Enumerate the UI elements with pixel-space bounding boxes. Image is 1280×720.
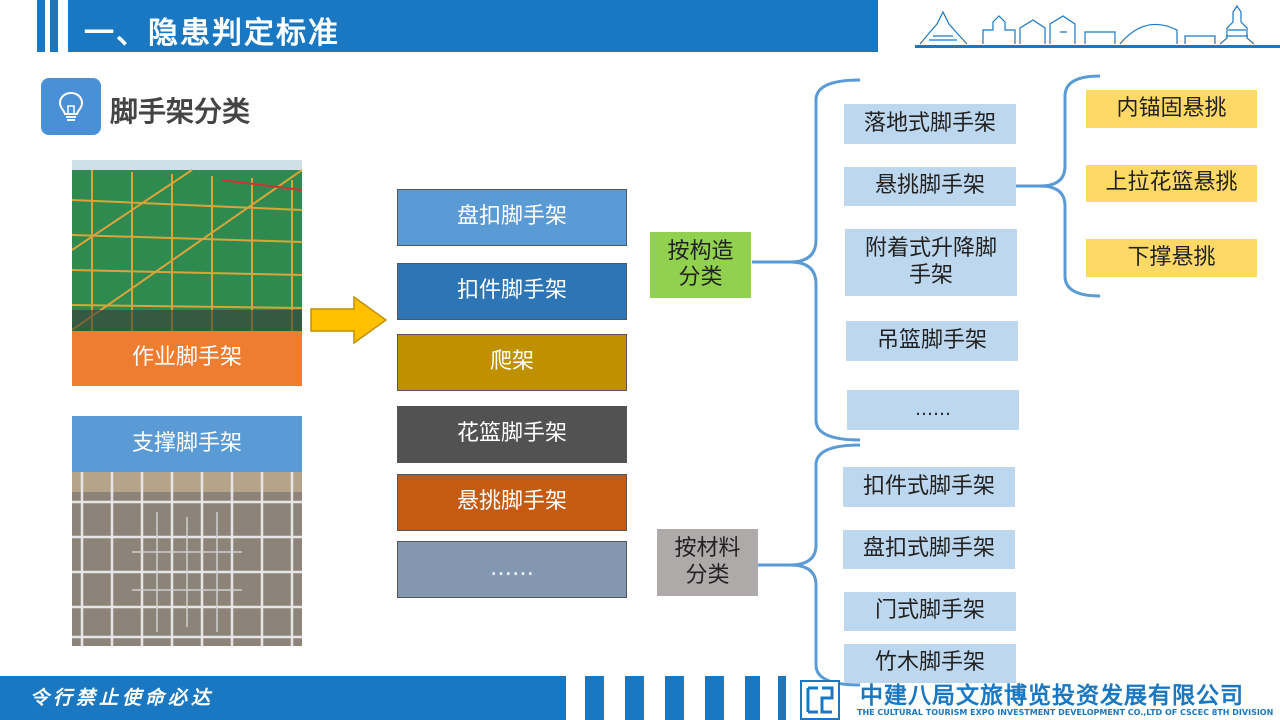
header-stripe bbox=[37, 0, 45, 52]
footer-company-name: 中建八局文旅博览投资发展有限公司 bbox=[860, 683, 1244, 709]
footer-stripe bbox=[705, 676, 724, 720]
footer-stripe bbox=[778, 676, 786, 720]
cscec-logo-icon bbox=[800, 680, 840, 720]
structure-item: 落地式脚手架 bbox=[844, 104, 1016, 144]
cantilever-type-item: 内锚固悬挑 bbox=[1086, 90, 1257, 128]
page-title: 一、隐患判定标准 bbox=[84, 16, 340, 51]
work-scaffold-photo bbox=[72, 160, 302, 332]
footer-stripe bbox=[585, 676, 604, 720]
skyline-illustration bbox=[919, 4, 1255, 45]
by-material-label: 按材料分类 bbox=[657, 529, 758, 596]
cantilever-type-item: 下撑悬挑 bbox=[1086, 239, 1257, 277]
footer-slogan: 令行禁止使命必达 bbox=[30, 687, 215, 709]
footer-stripe bbox=[665, 676, 684, 720]
header-bar bbox=[68, 0, 878, 52]
material-item: 门式脚手架 bbox=[844, 592, 1016, 631]
header-underline bbox=[915, 45, 1280, 48]
material-item: 盘扣式脚手架 bbox=[843, 530, 1015, 569]
structure-item: …… bbox=[847, 390, 1019, 430]
category-item: 盘扣脚手架 bbox=[397, 189, 627, 246]
lightbulb-icon bbox=[41, 78, 101, 135]
category-item: 悬挑脚手架 bbox=[397, 474, 627, 531]
category-item: 爬架 bbox=[397, 334, 627, 391]
material-item: 竹木脚手架 bbox=[844, 644, 1016, 683]
category-item: 扣件脚手架 bbox=[397, 263, 627, 320]
category-item: …… bbox=[397, 541, 627, 598]
section-title: 脚手架分类 bbox=[110, 95, 251, 128]
footer-bar bbox=[0, 676, 566, 720]
by-structure-label: 按构造分类 bbox=[650, 232, 751, 298]
right-arrow-icon bbox=[310, 296, 388, 344]
work-scaffold-label: 作业脚手架 bbox=[72, 331, 302, 386]
structure-item: 悬挑脚手架 bbox=[844, 167, 1016, 206]
footer-stripe bbox=[625, 676, 644, 720]
structure-item: 吊篮脚手架 bbox=[846, 321, 1018, 361]
footer-company-name-en: THE CULTURAL TOURISM EXPO INVESTMENT DEV… bbox=[857, 708, 1274, 717]
support-scaffold-label: 支撑脚手架 bbox=[72, 416, 302, 472]
footer-stripe bbox=[745, 676, 760, 720]
material-item: 扣件式脚手架 bbox=[843, 467, 1015, 507]
header-stripe bbox=[50, 0, 58, 52]
cantilever-type-item: 上拉花篮悬挑 bbox=[1086, 165, 1257, 202]
structure-item: 附着式升降脚手架 bbox=[845, 229, 1017, 296]
category-item: 花篮脚手架 bbox=[397, 406, 627, 463]
support-scaffold-photo bbox=[72, 472, 302, 646]
